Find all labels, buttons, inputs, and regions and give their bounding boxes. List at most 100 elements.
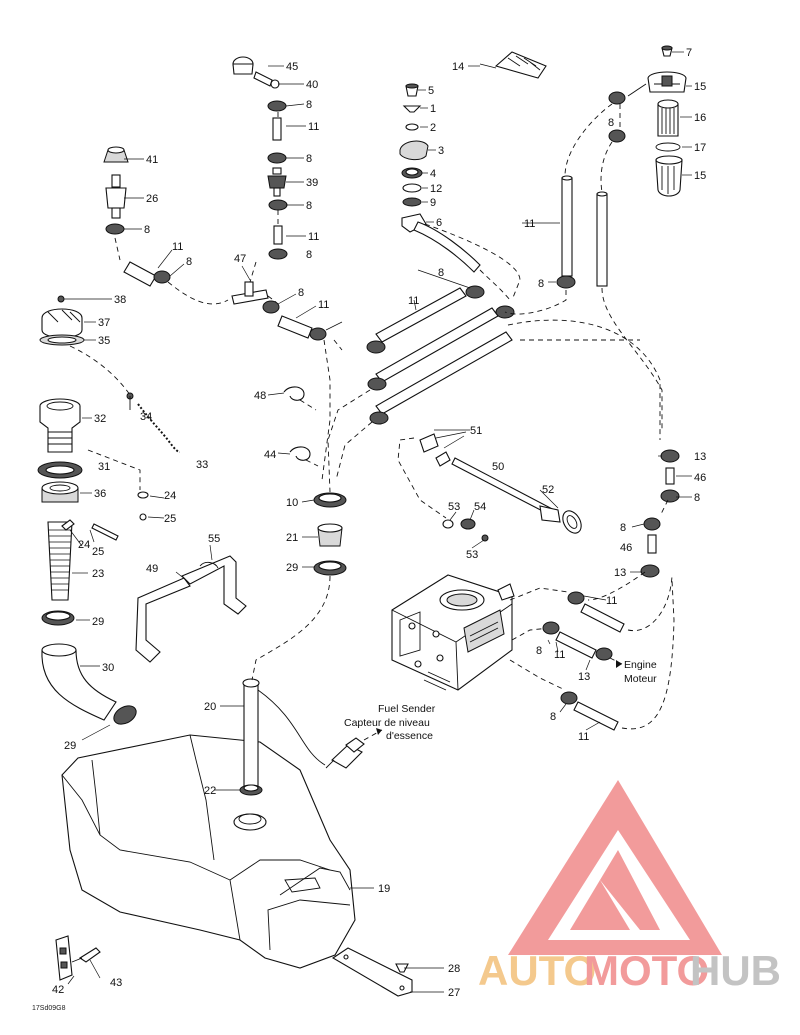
callout-49: 49 [146,563,158,575]
pump-outlet-lines [413,221,521,301]
callout-46-bottom: 46 [620,542,632,554]
fuel-tank [61,734,356,969]
fuel-fitting-right [640,449,680,578]
elbow-hose [41,643,117,721]
callout-30: 30 [102,662,114,674]
callout-2: 2 [430,122,436,134]
callout-52: 52 [542,484,554,496]
filler-neck [39,398,81,453]
callout-8-m: 8 [536,645,542,657]
callout-6: 6 [436,217,442,229]
fuel-filter [317,523,343,547]
filter-bowl-15 [655,155,683,197]
callout-13-bottom: 13 [578,671,590,683]
callout-8-j: 8 [538,278,544,290]
callout-4: 4 [430,168,436,180]
callout-31: 31 [98,461,110,473]
filler-nut [41,481,79,503]
callout-54: 54 [474,501,486,513]
tall-hoses [556,175,608,289]
filter-element-16 [657,99,679,137]
vent-hose-center [262,300,327,341]
fuel-sender-label-en: Fuel Sender [378,703,436,715]
callout-48: 48 [254,390,266,402]
watermark-logo: AUTO MOTO HUB [478,780,781,994]
fuel-route-j [587,571,646,601]
pump-cap-7 [661,45,673,57]
drawing-code: 17Sd09G8 [32,1005,66,1012]
callout-53-bottom: 53 [466,549,478,561]
strap-clip [55,935,101,981]
callout-8-k: 8 [694,492,700,504]
callout-13-top: 13 [694,451,706,463]
fuel-route-a [327,389,371,493]
callout-43: 43 [110,977,122,989]
callout-3: 3 [438,145,444,157]
carb-route-a [509,587,569,601]
filler-gasket [37,461,83,479]
callout-11-e: 11 [408,295,419,307]
callout-33: 33 [196,459,208,471]
callout-8-d: 8 [306,153,312,165]
callout-20: 20 [204,701,216,713]
callout-8-b: 8 [186,256,192,268]
callout-55: 55 [208,533,220,545]
check-valve [105,174,127,219]
callout-23: 23 [92,568,104,580]
callout-50: 50 [492,461,504,473]
vent-route-e [267,295,277,303]
callout-labels: 38 37 35 32 34 33 31 36 24 25 24 25 23 2… [32,47,706,1012]
callout-17: 17 [694,142,706,154]
fuel-route-f [564,103,613,177]
callout-8-l: 8 [620,522,626,534]
callout-40: 40 [306,79,318,91]
callout-53-top: 53 [448,501,460,513]
vent-route-g [333,339,343,351]
callout-13-mid: 13 [614,567,626,579]
callout-11-f: 11 [524,218,535,230]
callout-39: 39 [306,177,318,189]
callout-16: 16 [694,112,706,124]
callout-26: 26 [146,193,158,205]
clamp-29-center [313,560,347,576]
support-bracket [135,555,247,663]
watermark-text-hub: HUB [690,947,781,994]
callout-8-i: 8 [608,117,614,129]
fuel-route-g [600,141,613,193]
callout-12: 12 [430,183,442,195]
carb-hoses [542,575,675,731]
vent-route-b [167,281,229,305]
fuel-route-h [601,287,663,430]
tank-bracket [331,947,413,997]
fuel-pump-stack [399,83,429,233]
callout-11-d: 11 [318,299,329,311]
hose-clamp-lower [113,705,137,725]
callout-11-a: 11 [172,241,183,253]
vent-route-d [249,261,257,283]
vent-route-a [114,237,121,261]
clamp-26 [105,223,125,235]
fuel-hose-pair [366,285,515,425]
choke-nuts [442,518,489,542]
callout-25-center: 25 [164,513,176,525]
oring-17 [655,142,681,152]
callout-34: 34 [140,411,152,423]
carb-route-b [511,627,551,641]
callout-11-g: 11 [606,595,617,607]
filter-head-15 [627,71,687,97]
callout-36: 36 [94,488,106,500]
callout-8-e: 8 [306,200,312,212]
callout-51: 51 [470,425,482,437]
cap-chain [69,345,181,453]
callout-1: 1 [430,103,436,115]
fuel-route-c [507,319,661,440]
callout-7: 7 [686,47,692,59]
callout-24-left: 24 [78,539,90,551]
vent-hose-top [267,117,287,164]
washer-nut-set [87,449,149,521]
callout-38: 38 [114,294,126,306]
callout-41: 41 [146,154,158,166]
mounting-strip [479,51,547,79]
